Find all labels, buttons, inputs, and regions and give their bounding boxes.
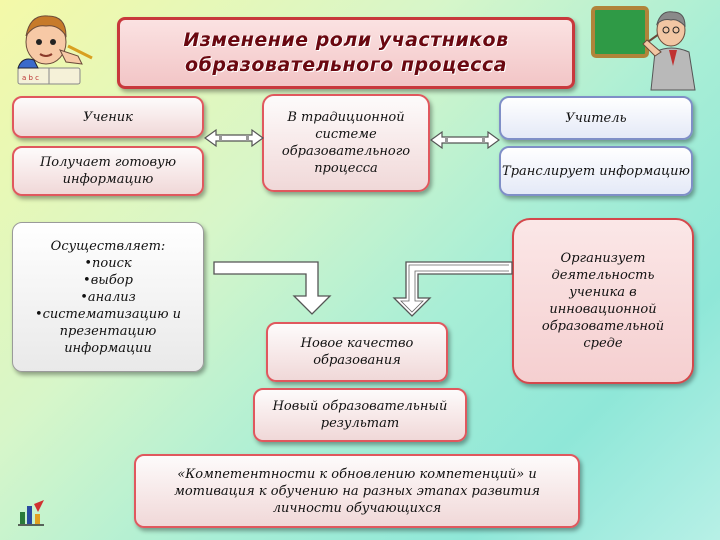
performs-item: •выбор bbox=[83, 272, 133, 288]
teacher-box: Учитель bbox=[499, 96, 693, 140]
receives-info-label: Получает готовую информацию bbox=[39, 155, 177, 187]
double-arrow-left bbox=[204, 128, 264, 148]
title-line-2: образовательного процесса bbox=[185, 54, 507, 76]
translates-info-label: Транслирует информацию bbox=[502, 163, 690, 179]
new-result-box: Новый образовательный результат bbox=[253, 388, 467, 442]
performs-heading: Осуществляет: bbox=[50, 238, 166, 254]
teacher-label: Учитель bbox=[565, 110, 627, 126]
performs-item: •анализ bbox=[80, 289, 136, 305]
organizes-box: Организует деятельность ученика в иннова… bbox=[512, 218, 694, 384]
performs-box: Осуществляет: •поиск •выбор •анализ •сис… bbox=[12, 222, 204, 372]
new-result-label: Новый образовательный результат bbox=[272, 399, 448, 431]
teacher-illustration bbox=[591, 6, 696, 91]
new-quality-label: Новое качество образования bbox=[300, 336, 414, 368]
traditional-label: В традиционной системе образовательного … bbox=[281, 110, 411, 176]
svg-text:a b c: a b c bbox=[22, 74, 39, 82]
student-box: Ученик bbox=[12, 96, 204, 138]
bent-arrow-right bbox=[392, 261, 513, 317]
performs-tail: информации bbox=[64, 340, 152, 356]
organizes-label: Организует деятельность ученика в иннова… bbox=[541, 251, 665, 351]
receives-info-box: Получает готовую информацию bbox=[12, 146, 204, 196]
competence-label: «Компетентности к обновлению компетенций… bbox=[174, 466, 540, 516]
performs-item: •поиск bbox=[84, 255, 132, 271]
student-label: Ученик bbox=[83, 109, 133, 125]
new-quality-box: Новое качество образования bbox=[266, 322, 448, 382]
performs-tail: презентацию bbox=[59, 323, 157, 339]
title-line-1: Изменение роли участников bbox=[183, 29, 509, 51]
traditional-box: В традиционной системе образовательного … bbox=[262, 94, 430, 192]
bent-arrow-left bbox=[213, 261, 332, 315]
double-arrow-right bbox=[430, 130, 500, 150]
title-box: Изменение роли участников образовательно… bbox=[117, 17, 575, 89]
translates-info-box: Транслирует информацию bbox=[499, 146, 693, 196]
logo-icon bbox=[18, 500, 44, 526]
competence-box: «Компетентности к обновлению компетенций… bbox=[134, 454, 580, 528]
student-illustration: a b c bbox=[17, 15, 93, 85]
performs-item: •систематизацию и bbox=[34, 306, 182, 322]
